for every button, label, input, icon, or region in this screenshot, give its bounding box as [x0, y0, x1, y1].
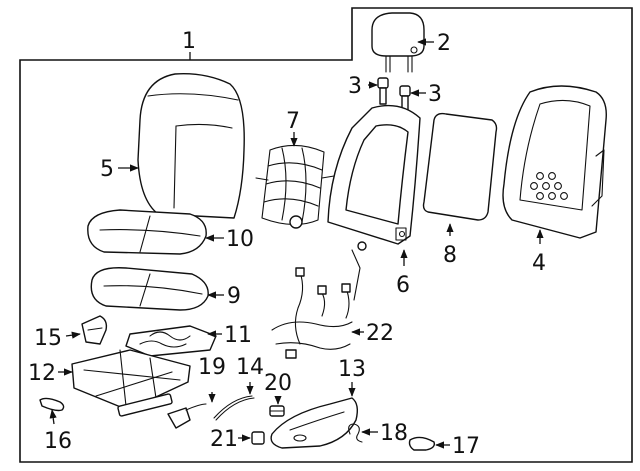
seat-adjuster-track-part — [71, 349, 191, 417]
callout-11: 11 — [224, 323, 252, 348]
callout-9: 9 — [227, 284, 241, 309]
cable-part — [213, 395, 255, 421]
callout-6: 6 — [396, 273, 410, 298]
callout-22: 22 — [366, 321, 394, 346]
back-panel-part — [422, 112, 498, 221]
callout-21: 21 — [210, 427, 238, 452]
release-handle-part — [408, 436, 436, 451]
lumbar-support-part — [255, 144, 335, 229]
cushion-cover-part — [87, 209, 207, 255]
switch-bracket-part — [167, 403, 207, 429]
cushion-pad-part — [90, 267, 209, 311]
seatback-frame-part — [327, 104, 421, 245]
callout-4: 4 — [532, 251, 546, 276]
assembly-border — [19, 7, 633, 463]
spring-clip-part — [348, 423, 363, 443]
callout-1: 1 — [182, 29, 196, 54]
seat-heater-mat-part — [125, 325, 217, 357]
connector-part — [251, 431, 265, 445]
callout-10: 10 — [226, 227, 254, 252]
callout-19: 19 — [198, 355, 226, 380]
handle-part — [39, 397, 65, 412]
wiring-harness-part — [271, 241, 367, 359]
callout-7: 7 — [286, 109, 300, 134]
callout-3b: 3 — [428, 82, 442, 107]
clip-part — [269, 405, 285, 417]
trim-cap-part — [81, 315, 108, 345]
leader-16 — [49, 409, 57, 425]
seatback-pad-part — [502, 85, 607, 239]
headrest-part — [371, 12, 425, 73]
callout-14: 14 — [236, 355, 264, 380]
callout-17: 17 — [452, 434, 480, 459]
callout-13: 13 — [338, 357, 366, 382]
headrest-guide-left-part — [377, 77, 389, 105]
leader-15 — [65, 331, 81, 339]
seatback-cover-part — [137, 73, 245, 219]
callout-8: 8 — [443, 243, 457, 268]
callout-16: 16 — [44, 429, 72, 454]
callout-5: 5 — [100, 157, 114, 182]
callout-2: 2 — [437, 31, 451, 56]
callout-12: 12 — [28, 361, 56, 386]
callout-15: 15 — [34, 326, 62, 351]
callout-18: 18 — [380, 421, 408, 446]
callout-20: 20 — [264, 371, 292, 396]
callout-3a: 3 — [348, 74, 362, 99]
side-shield-part — [270, 397, 359, 449]
